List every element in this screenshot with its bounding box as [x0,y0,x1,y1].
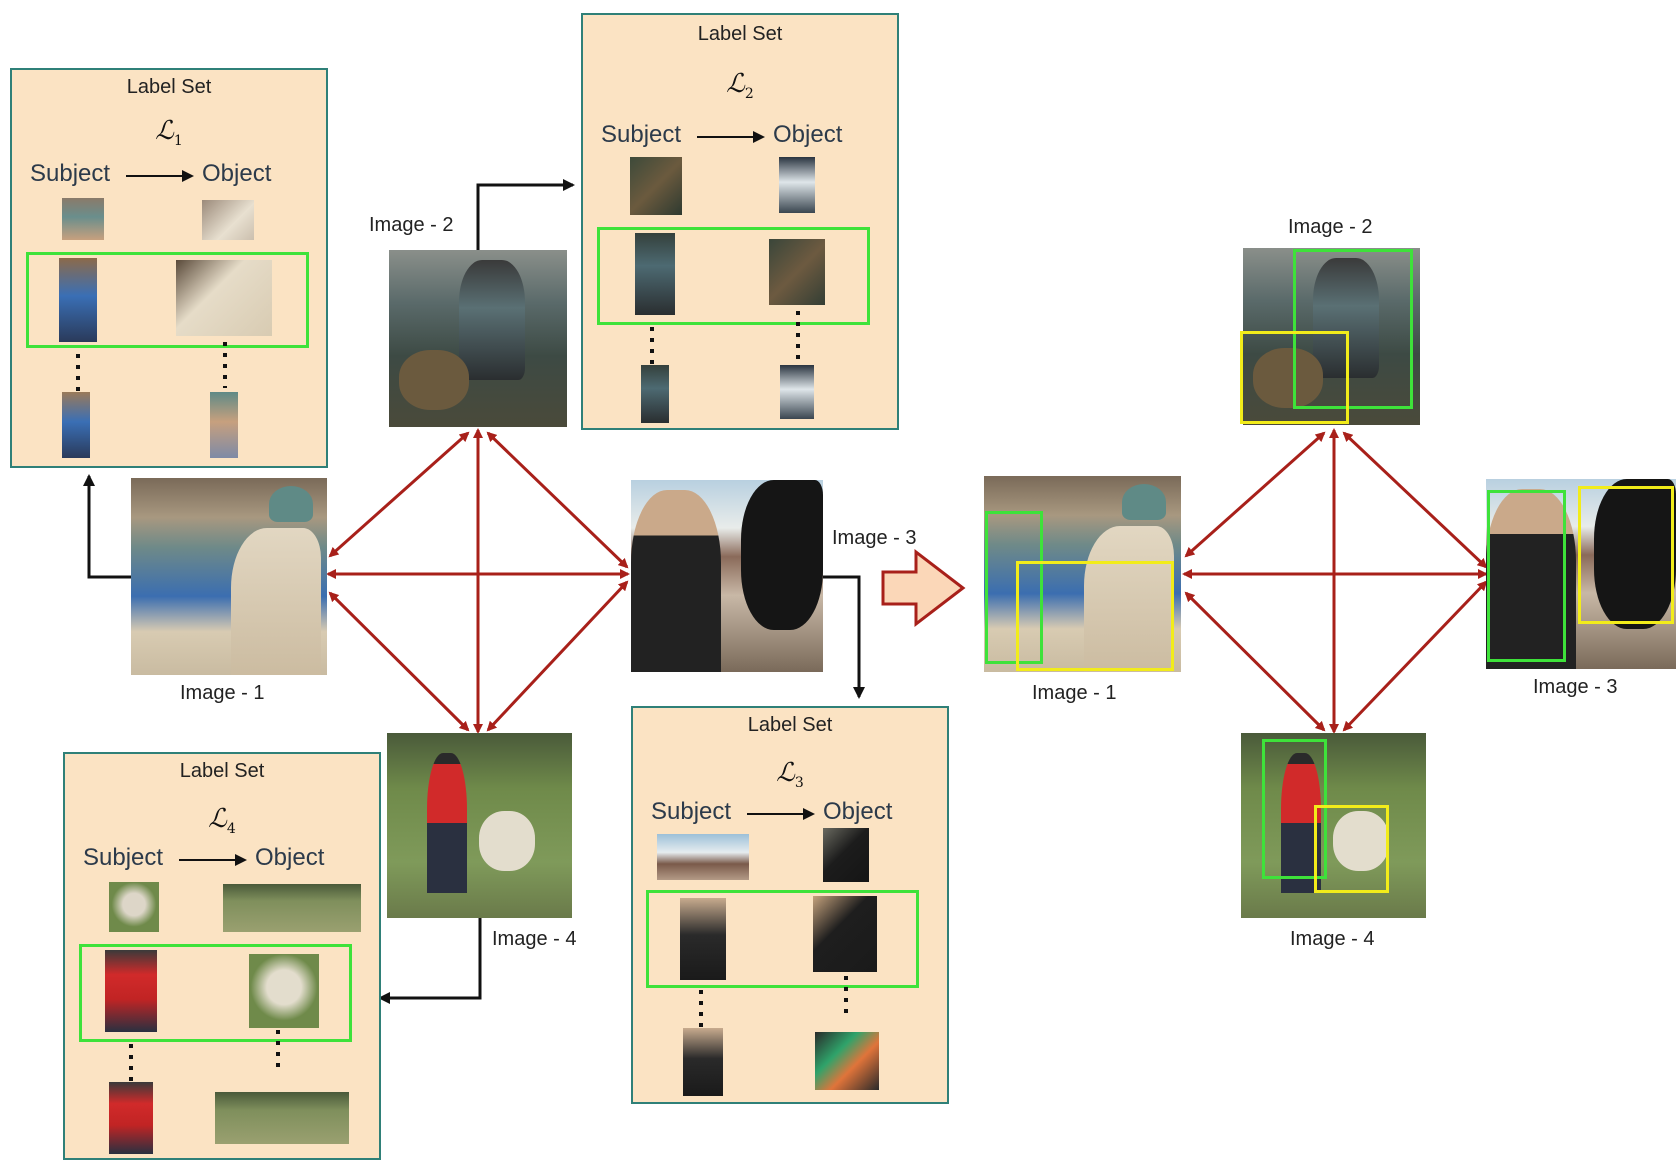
subject-thumbnail [630,157,682,215]
image-3-photo [631,480,823,672]
highlighted-pair [26,252,309,348]
transition-arrow [881,548,966,628]
subject-thumbnail [683,1028,723,1096]
subject-thumbnail [109,882,159,932]
label-set-connectors [83,179,865,1004]
image-1-photo [131,478,327,675]
subject-detection-box [985,511,1043,664]
subject-label: Subject [601,121,682,148]
object-thumbnail [176,260,272,336]
object-thumbnail [823,828,869,882]
subject-object-arrow [697,131,765,143]
image-4-photo [387,733,572,918]
image-3-caption: Image - 3 [832,527,917,549]
object-thumbnail [815,1032,879,1090]
highlighted-pair [79,944,352,1042]
image-4-caption: Image - 4 [1290,928,1375,950]
object-thumbnail [813,896,877,972]
object-detection-box [1016,561,1174,671]
image-1-caption: Image - 1 [1032,682,1117,704]
subject-object-arrow [179,854,247,866]
subject-detection-box [1293,249,1413,409]
image-2-caption: Image - 2 [369,214,454,236]
object-thumbnail [202,200,254,240]
object-thumbnail [769,239,825,305]
subject-thumbnail [680,898,726,980]
label-set-symbol-l3: ℒ3 [776,758,804,792]
subject-label: Subject [30,160,111,187]
label-set-2: Label Set ℒ2 Subject Object [581,13,899,430]
subject-thumbnail [59,258,97,342]
ellipsis-dots [844,976,848,1018]
object-detection-box [1314,805,1389,893]
image-4-caption: Image - 4 [492,928,577,950]
subject-thumbnail [105,950,157,1032]
object-thumbnail [780,365,814,419]
ellipsis-dots [223,342,227,388]
object-thumbnail [779,157,815,213]
image-3-detected-photo [1486,479,1676,669]
subject-detection-box [1262,739,1327,879]
subject-label: Subject [83,844,164,871]
object-label: Object [202,160,272,187]
subject-detection-box [1487,490,1566,662]
subject-object-arrow [126,170,194,182]
image-2-photo [389,250,567,427]
object-label: Object [255,844,325,871]
label-set-title: Label Set [747,714,833,736]
subject-thumbnail [635,233,675,315]
subject-thumbnail [109,1082,153,1154]
object-label: Object [823,798,893,825]
image-2-caption: Image - 2 [1288,216,1373,238]
label-set-symbol-l4: ℒ4 [208,804,236,838]
image-1-caption: Image - 1 [180,682,265,704]
subject-thumbnail [62,392,90,458]
ellipsis-dots [796,311,800,361]
ellipsis-dots [129,1044,133,1082]
label-set-title: Label Set [126,76,212,98]
subject-thumbnail [62,198,104,240]
ellipsis-dots [76,354,80,398]
ellipsis-dots [650,327,654,371]
subject-object-arrow [747,808,815,820]
image-3-caption: Image - 3 [1533,676,1618,698]
image-4-detected-photo [1241,733,1426,918]
object-thumbnail [223,884,361,932]
label-set-symbol-l2: ℒ2 [726,69,754,103]
label-set-title: Label Set [697,23,783,45]
object-detection-box [1240,331,1349,424]
subject-thumbnail [641,365,669,423]
label-set-symbol-l1: ℒ1 [155,116,183,150]
object-label: Object [773,121,843,148]
object-thumbnail [215,1092,349,1144]
subject-label: Subject [651,798,732,825]
object-thumbnail [210,392,238,458]
label-set-1: Label Set ℒ1 Subject Object [10,68,328,468]
object-thumbnail [249,954,319,1028]
label-set-3: Label Set ℒ3 Subject Object [631,706,949,1104]
object-detection-box [1578,486,1674,624]
ellipsis-dots [276,1030,280,1072]
ellipsis-dots [699,990,703,1028]
right-relation-arrows [1182,428,1488,734]
image-2-detected-photo [1243,248,1420,425]
highlighted-pair [597,227,870,325]
label-set-4: Label Set ℒ4 Subject Object [63,752,381,1160]
highlighted-pair [646,890,919,988]
left-relation-arrows [326,428,630,734]
label-set-title: Label Set [179,760,265,782]
subject-thumbnail [657,834,749,880]
